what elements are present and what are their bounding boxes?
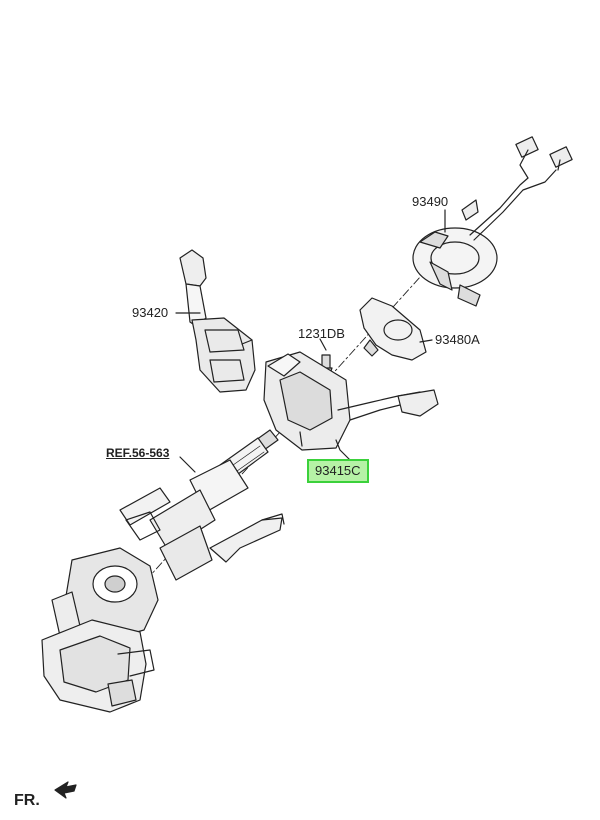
- front-direction-label: FR.: [14, 792, 40, 809]
- fr-arrow-icon: [54, 781, 77, 799]
- multifunction-switch-93415C: [263, 351, 439, 451]
- part-label-93415C[interactable]: 93415C: [307, 459, 369, 483]
- lower-housing: [41, 619, 155, 713]
- column-tube: [119, 459, 285, 581]
- part-label-1231DB: 1231DB: [298, 326, 345, 341]
- clock-spring-93490: [412, 136, 573, 307]
- leader-93480A: [419, 339, 433, 343]
- part-label-93490: 93490: [412, 194, 449, 209]
- reference-label[interactable]: REF.56-563: [106, 446, 170, 460]
- bracket-93480A: [359, 297, 427, 361]
- leader-1231DB: [319, 338, 327, 351]
- leader-93415C: [335, 439, 351, 461]
- part-label-93480A: 93480A: [435, 332, 480, 347]
- leader-ref: [179, 456, 196, 473]
- eps-motor: [51, 547, 159, 641]
- part-label-93420: 93420: [132, 305, 169, 320]
- wiper-switch-93420: [179, 249, 256, 393]
